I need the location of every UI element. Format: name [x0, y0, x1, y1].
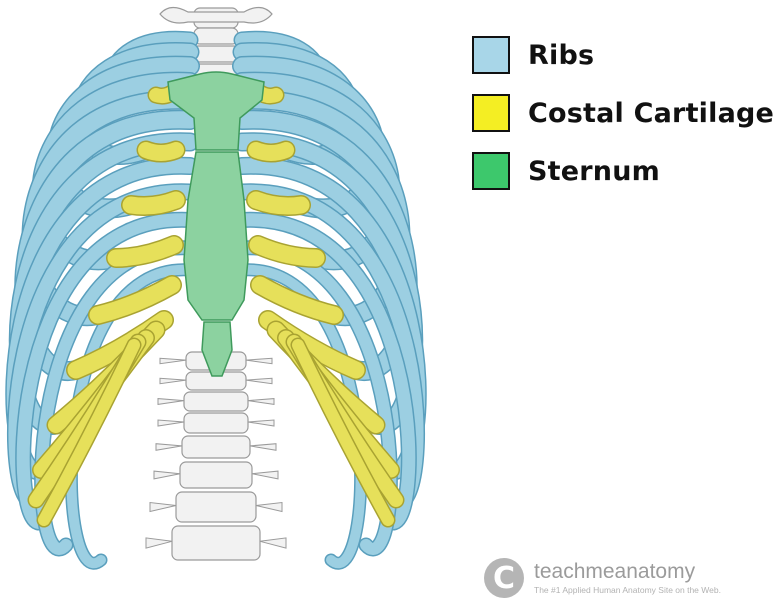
- vertebra: [171, 525, 261, 561]
- sternum-swatch: [472, 152, 510, 190]
- cartilage: [138, 142, 184, 161]
- cartilage: [247, 191, 310, 215]
- transverse-process: [159, 357, 187, 365]
- transverse-process: [255, 501, 283, 513]
- legend-item-costal-cartilage: Costal Cartilage: [472, 84, 774, 142]
- vertebra: [179, 461, 253, 489]
- legend-label-sternum: Sternum: [528, 155, 660, 187]
- cartilage: [292, 339, 394, 526]
- sternum-body: [183, 151, 249, 321]
- transverse-process: [157, 419, 185, 427]
- transverse-process: [259, 537, 287, 549]
- rib: [235, 213, 416, 529]
- cartilage: [107, 236, 183, 267]
- cartilage: [251, 276, 343, 324]
- rib: [16, 213, 197, 529]
- transverse-process: [145, 537, 173, 549]
- legend-item-ribs: Ribs: [472, 26, 774, 84]
- transverse-process: [149, 501, 177, 513]
- transverse-process: [251, 470, 279, 480]
- cartilage: [249, 236, 325, 267]
- transverse-process: [249, 443, 277, 451]
- transverse-process: [245, 377, 273, 385]
- vertebra: [193, 27, 239, 45]
- watermark-tagline: The #1 Applied Human Anatomy Site on the…: [534, 585, 721, 595]
- xiphoid-process: [201, 321, 233, 377]
- transverse-process: [247, 419, 275, 427]
- transverse-process: [245, 357, 273, 365]
- ribs-swatch: [472, 36, 510, 74]
- legend: Ribs Costal Cartilage Sternum: [472, 26, 774, 200]
- costal-cartilage-group: [27, 81, 405, 528]
- vertebra: [181, 435, 251, 459]
- sternum-group: [167, 71, 265, 377]
- top-vertebra: [159, 6, 273, 24]
- watermark: C teachmeanatomy The #1 Applied Human An…: [484, 558, 721, 598]
- watermark-brand: teachmeanatomy: [534, 560, 696, 583]
- costal-cartilage-swatch: [472, 94, 510, 132]
- transverse-process: [153, 470, 181, 480]
- vertebra: [175, 491, 257, 523]
- vertebra: [183, 412, 249, 434]
- copyright-icon: C: [484, 558, 524, 598]
- transverse-process: [155, 443, 183, 451]
- cartilage: [248, 142, 294, 161]
- cartilage: [89, 276, 181, 324]
- manubrium: [167, 71, 265, 151]
- cartilage: [38, 339, 140, 526]
- cartilage: [122, 191, 185, 215]
- legend-item-sternum: Sternum: [472, 142, 774, 200]
- vertebra: [183, 391, 249, 412]
- transverse-process: [159, 377, 187, 385]
- legend-label-costal-cartilage: Costal Cartilage: [528, 97, 775, 129]
- transverse-process: [157, 398, 185, 405]
- legend-label-ribs: Ribs: [528, 39, 595, 71]
- transverse-process: [247, 398, 275, 405]
